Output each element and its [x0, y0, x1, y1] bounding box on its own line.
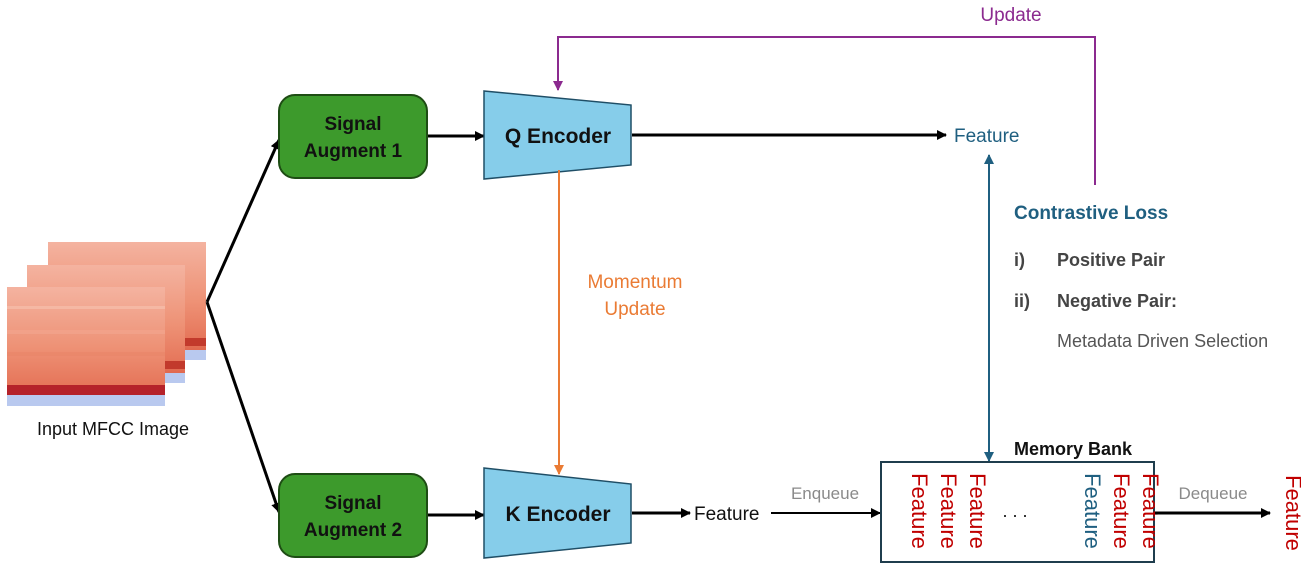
mfcc-image-stack [7, 242, 206, 406]
contrastive-item1-num: i) [1014, 250, 1025, 270]
contrastive-item2-num: ii) [1014, 291, 1030, 311]
mfcc-layer-front [7, 287, 165, 406]
q-feature-label: Feature [954, 126, 1019, 147]
augment2-line1: Signal [324, 493, 381, 514]
dequeue-label: Dequeue [1178, 484, 1247, 503]
augment1-line1: Signal [324, 114, 381, 135]
augment2-line2: Augment 2 [304, 520, 402, 541]
k-encoder-label: K Encoder [505, 503, 610, 526]
signal-augment-1-box: Signal Augment 1 [278, 94, 428, 179]
k-encoder-box: K Encoder [483, 467, 632, 559]
k-feature-label: Feature [694, 504, 759, 525]
memory-bank-title: Memory Bank [1014, 439, 1133, 459]
memory-feature-6: Feature [1138, 473, 1163, 549]
enqueue-label: Enqueue [791, 484, 859, 503]
signal-augment-2-box: Signal Augment 2 [278, 473, 428, 558]
momentum-line2: Update [604, 299, 665, 320]
contrastive-item1-text: Positive Pair [1057, 250, 1165, 270]
update-loop-arrow [553, 36, 1096, 185]
contrastive-item2-sub: Metadata Driven Selection [1057, 331, 1268, 351]
update-label: Update [980, 5, 1041, 26]
memory-ellipsis: . . . [1002, 501, 1027, 521]
arrow-input-to-augment2 [205, 301, 281, 513]
augment1-line2: Augment 1 [304, 141, 403, 162]
arrow-input-to-augment1 [205, 139, 281, 303]
memory-bank-box: Feature Feature Feature . . . Feature Fe… [880, 461, 1163, 563]
contrastive-loss-title: Contrastive Loss [1014, 203, 1168, 224]
contrastive-item2-text: Negative Pair: [1057, 291, 1177, 311]
memory-feature-current: Feature [1080, 473, 1105, 549]
dequeued-feature: Feature [1281, 475, 1301, 551]
momentum-line1: Momentum [587, 272, 682, 293]
memory-feature-3: Feature [965, 473, 990, 549]
input-mfcc-label: Input MFCC Image [37, 419, 189, 439]
q-encoder-label: Q Encoder [505, 125, 611, 148]
memory-feature-2: Feature [936, 473, 961, 549]
memory-feature-1: Feature [907, 473, 932, 549]
q-encoder-box: Q Encoder [483, 90, 632, 180]
memory-feature-5: Feature [1109, 473, 1134, 549]
